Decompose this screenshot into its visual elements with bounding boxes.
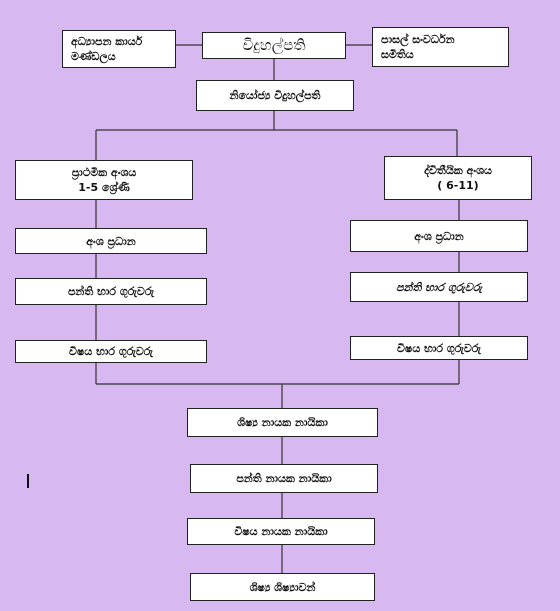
secondary-section-line1: ද්විතීයික අංශය xyxy=(424,164,492,177)
subject-leaders-label: විෂය නායක නායිකා xyxy=(234,525,328,538)
education-office-line2: මණ්ඩලය xyxy=(71,50,116,63)
secondary-section-line2: ( 6-11) xyxy=(437,179,479,192)
secondary-section-head-box: අංශ ප්‍රධාන xyxy=(350,220,528,252)
student-leaders-label: ශිෂ්‍ය නායක නායිකා xyxy=(237,416,328,429)
principal-label: විදුහල්පති xyxy=(242,36,306,54)
subject-leaders-box: විෂය නායක නායිකා xyxy=(187,518,375,545)
secondary-class-teachers-box: පන්ති භාර ගුරුවරු xyxy=(350,272,528,302)
primary-section-line2: 1-5 ශ්‍රේණි xyxy=(78,181,130,194)
vice-principal-box: නියෝජ්‍ය විදුහල්පති xyxy=(196,80,354,111)
school-dev-society-line1: පාසල් සංවර්ධන xyxy=(381,33,455,46)
primary-section-head-label: අංශ ප්‍රධාන xyxy=(86,234,136,248)
principal-box: විදුහල්පති xyxy=(202,32,346,59)
primary-class-teachers-box: පන්ති භාර ගුරුවරු xyxy=(15,278,207,305)
school-development-society-box: පාසල් සංවර්ධන සමිතිය xyxy=(372,27,509,67)
student-leaders-box: ශිෂ්‍ය නායක නායිකා xyxy=(187,408,378,437)
secondary-subject-teachers-box: විෂය භාර ගුරුවරු xyxy=(350,336,528,360)
primary-section-box: ප්‍රාථමික අංශය 1-5 ශ්‍රේණි xyxy=(15,160,193,200)
education-office-line1: අධ්‍යාපන කාර්ය xyxy=(71,35,143,48)
class-leaders-box: පන්ති නායක නායිකා xyxy=(190,464,378,493)
primary-section-head-box: අංශ ප්‍රධාන xyxy=(15,228,207,254)
text-cursor-mark xyxy=(27,474,29,488)
class-leaders-label: පන්ති නායක නායිකා xyxy=(236,472,332,485)
primary-subject-teachers-box: විෂය භාර ගුරුවරු xyxy=(15,340,207,363)
education-office-box: අධ්‍යාපන කාර්ය මණ්ඩලය xyxy=(62,30,176,68)
secondary-subject-teachers-label: විෂය භාර ගුරුවරු xyxy=(396,341,481,355)
secondary-class-teachers-label: පන්ති භාර ගුරුවරු xyxy=(395,280,483,294)
primary-section-line1: ප්‍රාථමික අංශය xyxy=(71,166,137,179)
vice-principal-label: නියෝජ්‍ය විදුහල්පති xyxy=(229,89,321,102)
primary-subject-teachers-label: විෂය භාර ගුරුවරු xyxy=(68,345,153,358)
secondary-section-box: ද්විතීයික අංශය ( 6-11) xyxy=(384,156,532,200)
primary-class-teachers-label: පන්ති භාර ගුරුවරු xyxy=(67,285,155,298)
students-box: ශිෂ්‍ය ශිෂ්‍යාවන් xyxy=(190,573,375,601)
school-dev-society-line2: සමිතිය xyxy=(381,48,414,61)
secondary-section-head-label: අංශ ප්‍රධාන xyxy=(414,229,464,243)
students-label: ශිෂ්‍ය ශිෂ්‍යාවන් xyxy=(249,580,316,594)
